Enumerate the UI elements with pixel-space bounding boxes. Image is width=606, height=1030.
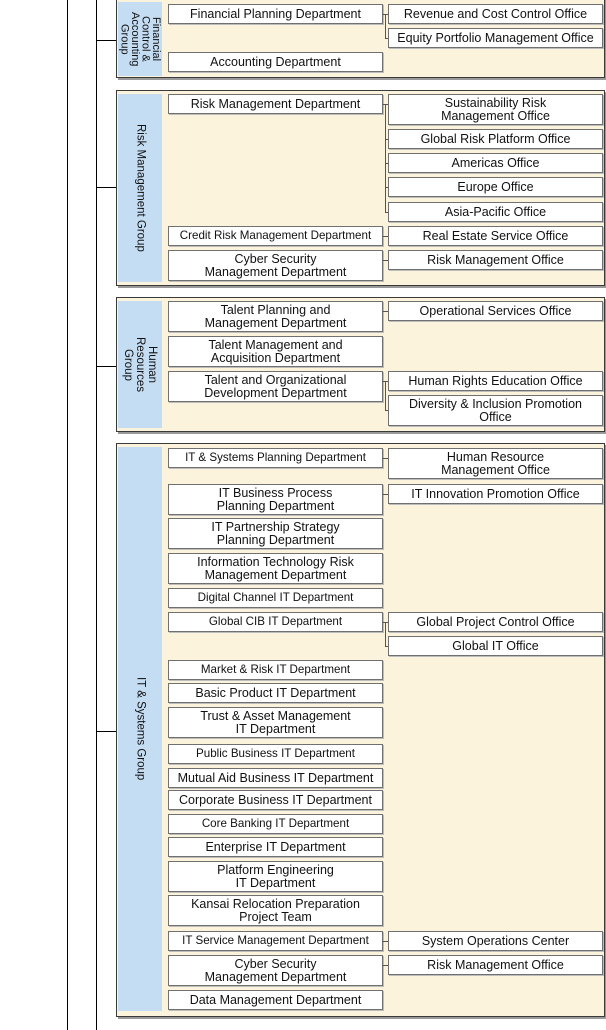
office-global-risk-platform: Global Risk Platform Office [388,129,603,149]
connector [383,941,388,942]
office-real-estate-service: Real Estate Service Office [388,226,603,246]
office-risk-management-itsg: Risk Management Office [388,955,603,975]
dept-cyber-security-rmg: Cyber Security Management Department [168,250,383,281]
trunk-line-left [67,0,68,1030]
dept-mutual-aid-business-it: Mutual Aid Business IT Department [168,768,383,788]
dept-data-management: Data Management Department [168,990,383,1010]
connector [385,163,388,164]
office-global-it: Global IT Office [388,636,603,656]
connector [385,38,388,39]
office-hr-management: Human Resource Management Office [388,448,603,479]
office-diversity-inclusion: Diversity & Inclusion Promotion Office [388,395,603,426]
connector [385,139,388,140]
connector [383,494,388,495]
office-americas: Americas Office [388,153,603,173]
connector [383,458,388,459]
connector [385,622,386,646]
connector [385,381,386,410]
connector [383,311,388,312]
branch-fcag [96,40,116,41]
group-label-human-resources: Human Resources Group [118,301,162,428]
dept-global-cib-it: Global CIB IT Department [168,612,383,632]
group-label-risk-management: Risk Management Group [118,94,162,282]
dept-digital-channel-it: Digital Channel IT Department [168,588,383,608]
office-equity-portfolio: Equity Portfolio Management Office [388,28,603,48]
connector [385,187,388,188]
group-label-it-systems: IT & Systems Group [118,447,162,1011]
dept-accounting: Accounting Department [168,52,383,72]
dept-risk-management: Risk Management Department [168,94,383,114]
dept-trust-asset-management-it: Trust & Asset Management IT Department [168,707,383,738]
dept-core-banking-it: Core Banking IT Department [168,814,383,834]
dept-credit-risk-management: Credit Risk Management Department [168,226,383,246]
dept-talent-org-development: Talent and Organizational Development De… [168,371,383,402]
group-title-it-systems: IT & Systems Group [134,677,147,781]
dept-talent-planning: Talent Planning and Management Departmen… [168,301,383,332]
dept-kansai-relocation: Kansai Relocation Preparation Project Te… [168,895,383,926]
dept-it-service-management: IT Service Management Department [168,931,383,951]
dept-talent-acquisition: Talent Management and Acquisition Depart… [168,336,383,367]
connector [385,410,388,411]
dept-it-risk-management: Information Technology Risk Management D… [168,553,383,584]
dept-cyber-security-itsg: Cyber Security Management Department [168,955,383,986]
group-title-risk-management: Risk Management Group [134,124,147,252]
office-europe: Europe Office [388,177,603,197]
dept-it-business-process: IT Business Process Planning Department [168,484,383,515]
connector [385,646,388,647]
connector [385,212,388,213]
branch-itsg [96,731,116,732]
connector [383,965,388,966]
office-it-innovation-promotion: IT Innovation Promotion Office [388,484,603,504]
dept-corporate-business-it: Corporate Business IT Department [168,790,383,810]
connector [385,14,386,38]
office-global-project-control: Global Project Control Office [388,612,603,632]
connector [383,236,388,237]
group-label-financial-control: Financial Control & Accounting Group [118,2,162,76]
connector [385,104,386,212]
branch-rmg [96,187,116,188]
office-risk-management-rmg: Risk Management Office [388,250,603,270]
dept-it-partnership-strategy: IT Partnership Strategy Planning Departm… [168,518,383,549]
dept-financial-planning: Financial Planning Department [168,4,383,24]
dept-public-business-it: Public Business IT Department [168,744,383,764]
dept-market-risk-it: Market & Risk IT Department [168,660,383,680]
office-asia-pacific: Asia-Pacific Office [388,202,603,222]
trunk-line-main [96,0,97,1030]
dept-it-systems-planning: IT & Systems Planning Department [168,448,383,468]
office-human-rights-education: Human Rights Education Office [388,371,603,391]
office-revenue-cost-control: Revenue and Cost Control Office [388,4,603,24]
branch-hrg [96,366,116,367]
group-title-financial-control: Financial Control & Accounting Group [118,11,163,67]
office-operational-services: Operational Services Office [388,301,603,321]
office-sustainability-risk: Sustainability Risk Management Office [388,94,603,125]
office-system-operations-center: System Operations Center [388,931,603,951]
group-title-human-resources: Human Resources Group [122,337,158,392]
connector [383,260,388,261]
dept-enterprise-it: Enterprise IT Department [168,837,383,857]
dept-basic-product-it: Basic Product IT Department [168,683,383,703]
dept-platform-engineering-it: Platform Engineering IT Department [168,861,383,892]
